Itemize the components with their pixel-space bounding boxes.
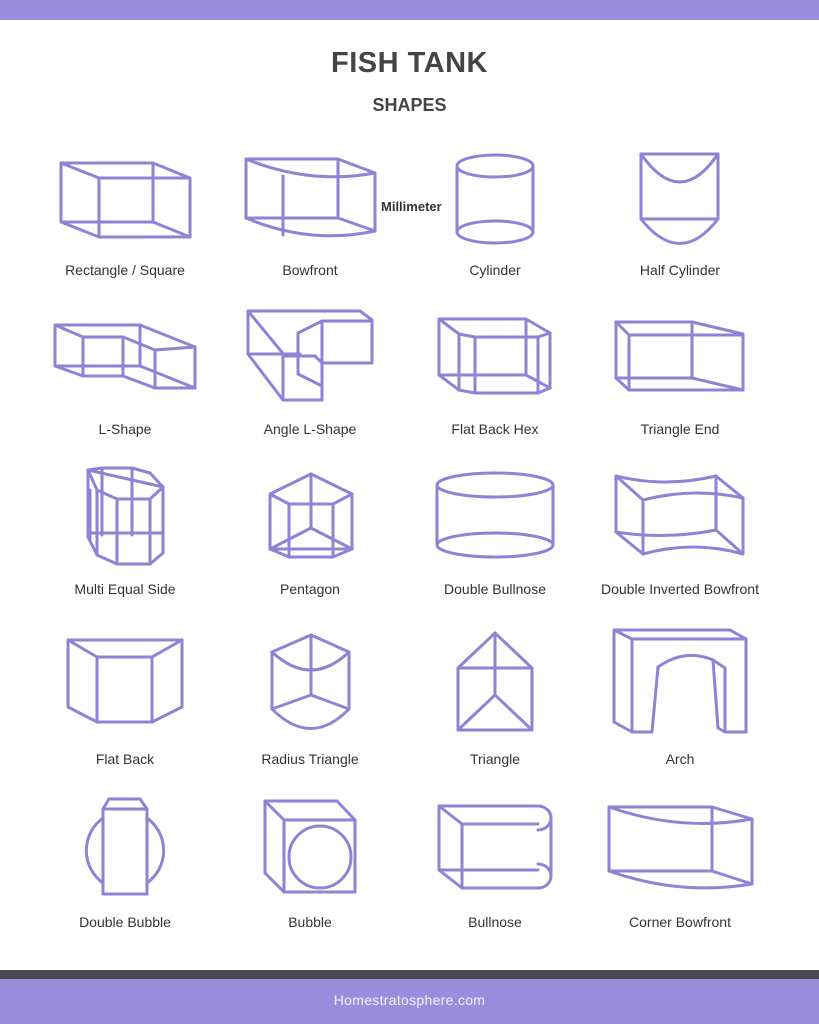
shape-label: Arch	[665, 751, 695, 767]
angle-l-shape-tank-icon	[246, 309, 374, 402]
l-shape-tank-icon	[53, 323, 197, 390]
shape-label: Rectangle / Square	[65, 262, 185, 278]
rectangle-tank-icon	[59, 161, 192, 239]
arch-tank-icon	[612, 628, 748, 734]
shape-label: Flat Back Hex	[451, 421, 539, 437]
shape-label: Triangle	[469, 751, 521, 767]
shape-label: Double Bullnose	[444, 581, 546, 597]
double-bullnose-tank-icon	[435, 471, 555, 559]
shape-label: Double Inverted Bowfront	[601, 581, 759, 597]
flat-back-tank-icon	[66, 638, 184, 724]
bowfront-tank-icon	[244, 157, 377, 238]
bullnose-tank-icon	[437, 804, 553, 890]
shape-label: Half Cylinder	[639, 262, 721, 278]
flat-back-hex-tank-icon	[437, 317, 552, 395]
shape-label: L-Shape	[98, 421, 152, 437]
shape-label: Corner Bowfront	[629, 914, 731, 930]
multi-equal-side-tank-icon	[86, 466, 165, 566]
double-inverted-bowfront-tank-icon	[614, 474, 745, 556]
double-bubble-tank-icon	[84, 797, 166, 896]
shape-label: Pentagon	[280, 581, 340, 597]
cylinder-tank-icon	[455, 153, 535, 245]
footer-divider	[0, 970, 819, 979]
shape-label: Triangle End	[640, 421, 720, 437]
triangle-tank-icon	[456, 631, 534, 732]
shape-label: Bowfront	[282, 262, 338, 278]
shape-label: Radius Triangle	[261, 751, 359, 767]
shape-label: Bubble	[288, 914, 332, 930]
triangle-end-tank-icon	[614, 320, 745, 392]
millimeter-annotation: Millimeter	[381, 199, 442, 214]
footer-site-link[interactable]: Homestratosphere.com	[333, 992, 486, 1008]
shape-label: Angle L-Shape	[263, 421, 357, 437]
top-banner	[0, 0, 819, 20]
page-title: FISH TANK	[330, 47, 488, 79]
corner-bowfront-tank-icon	[607, 805, 754, 890]
page-subtitle: SHAPES	[372, 95, 447, 115]
radius-triangle-tank-icon	[270, 633, 351, 730]
shape-label: Multi Equal Side	[74, 581, 176, 597]
shape-label: Cylinder	[469, 262, 521, 278]
shape-label: Flat Back	[95, 751, 155, 767]
half-cylinder-tank-icon	[639, 152, 720, 245]
pentagon-tank-icon	[268, 472, 354, 559]
shape-label: Bullnose	[468, 914, 522, 930]
footer-banner	[0, 979, 819, 1024]
bubble-tank-icon	[263, 799, 357, 894]
shape-label: Double Bubble	[79, 914, 171, 930]
